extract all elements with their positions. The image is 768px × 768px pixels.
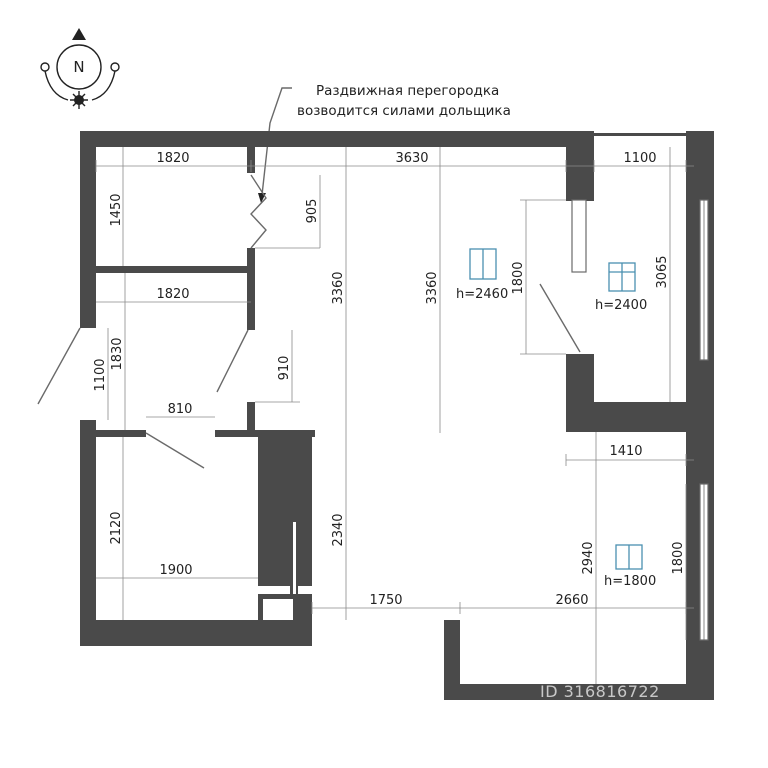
- dim-1100-balcony: 1100: [623, 151, 656, 166]
- window-icon-1: [469, 248, 497, 280]
- partition-note-line1: Раздвижная перегородка: [316, 83, 499, 99]
- dim-3360-right: 3360: [425, 271, 440, 304]
- dim-1820-mid: 1820: [156, 287, 189, 302]
- compass-icon: N: [40, 28, 120, 109]
- dimension-lines: [95, 147, 694, 684]
- window-icon-2: [608, 262, 636, 292]
- dim-1100-left: 1100: [93, 358, 108, 391]
- dim-2340: 2340: [331, 513, 346, 546]
- dim-2120: 2120: [109, 511, 124, 544]
- dim-810: 810: [168, 402, 193, 417]
- sun-icon: [70, 91, 88, 109]
- dim-2660: 2660: [555, 593, 588, 608]
- dim-1410: 1410: [609, 444, 642, 459]
- dim-3630: 3630: [395, 151, 428, 166]
- dim-1830: 1830: [110, 337, 125, 370]
- dim-3065: 3065: [655, 255, 670, 288]
- dim-1800-window: 1800: [511, 261, 526, 294]
- partition-note-line2: возводится силами дольщика: [297, 103, 511, 119]
- dim-1750: 1750: [369, 593, 402, 608]
- window-icon-3: [615, 544, 643, 570]
- dim-1820-top: 1820: [156, 151, 189, 166]
- dim-1800-right: 1800: [671, 541, 686, 574]
- dim-1900: 1900: [159, 563, 192, 578]
- watermark: ID 316816722: [540, 682, 660, 701]
- window-height-1800: h=1800: [604, 574, 656, 589]
- doors: [37, 174, 581, 469]
- compass-north-label: N: [73, 58, 84, 76]
- dim-3360-left: 3360: [331, 271, 346, 304]
- dim-905: 905: [305, 199, 320, 224]
- window-height-2400: h=2400: [595, 298, 647, 313]
- dim-2940: 2940: [581, 541, 596, 574]
- dim-910: 910: [277, 356, 292, 381]
- walls: [80, 131, 714, 700]
- windows: [571, 199, 709, 641]
- dim-1450: 1450: [109, 193, 124, 226]
- window-height-2460: h=2460: [456, 287, 508, 302]
- note-leader-line: [261, 87, 292, 196]
